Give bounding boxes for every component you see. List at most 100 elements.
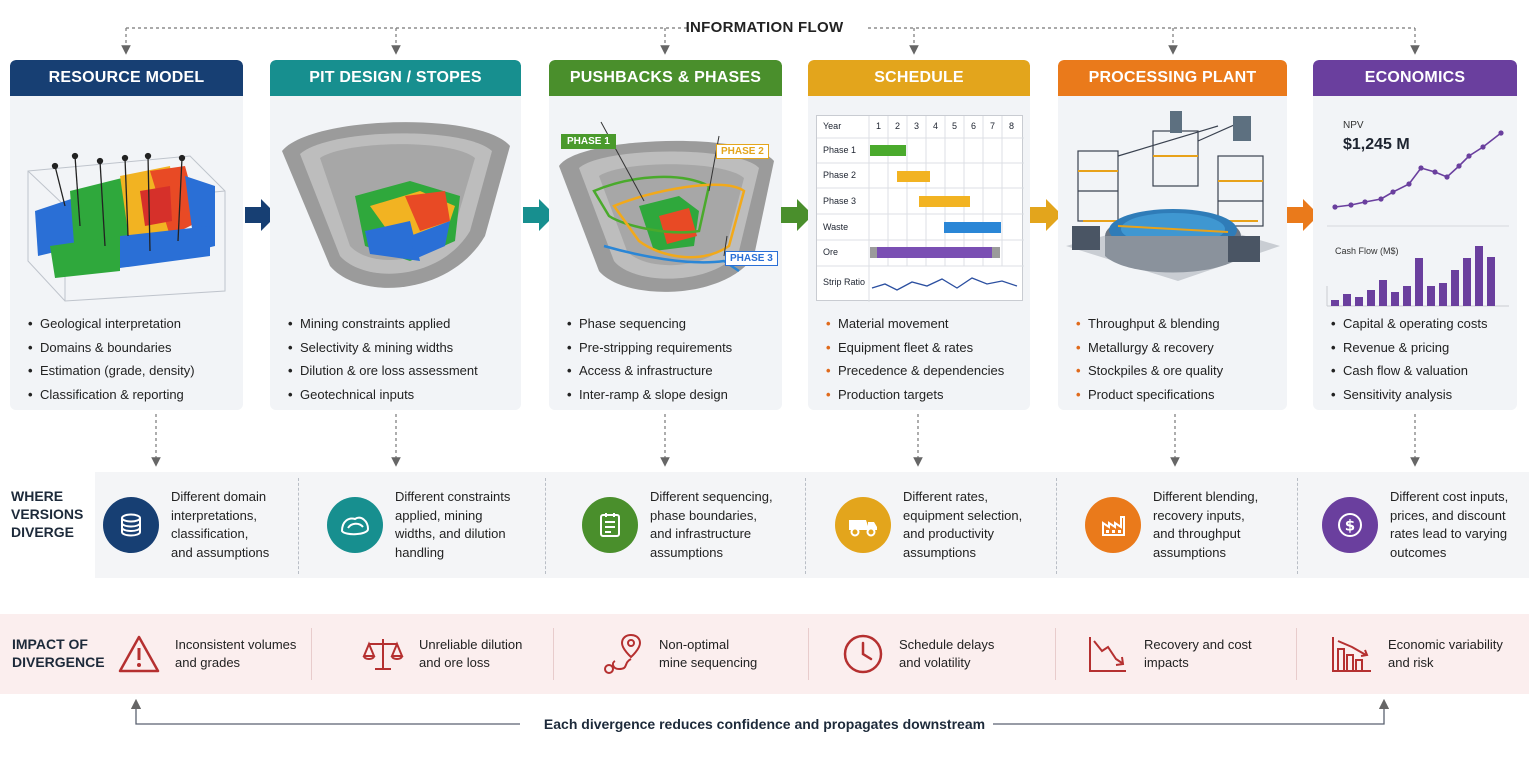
bullet-item: Stockpiles & ore quality (1076, 359, 1287, 383)
year-header: Year (823, 121, 842, 131)
flow-arrow-5 (1287, 199, 1319, 231)
stage-pit-design: PIT DESIGN / STOPES Mining constraints a… (270, 60, 521, 410)
information-flow-title: INFORMATION FLOW (685, 19, 844, 36)
year-tick: 5 (951, 121, 957, 131)
gantt-row-label: Phase 2 (823, 170, 857, 180)
phase-1-tag: PHASE 1 (561, 134, 616, 149)
flow-arrow-1 (245, 199, 277, 231)
impact-of-divergence-label: IMPACT OF DIVERGENCE (12, 636, 105, 670)
bullet-item: Precedence & dependencies (826, 359, 1030, 383)
scales-icon (362, 639, 404, 670)
bullet-item: Domains & boundaries (28, 336, 243, 360)
processing-plant-bullets: Throughput & blending Metallurgy & recov… (1058, 312, 1287, 406)
bullet-item: Classification & reporting (28, 383, 243, 407)
haul-truck-icon (835, 497, 891, 553)
checklist-icon (582, 497, 638, 553)
diverge-item-resource: Different domain interpretations, classi… (103, 472, 269, 578)
impact-text: Recovery and cost impacts (1144, 637, 1252, 670)
impact-item-economics: Economic variability and risk (1330, 614, 1503, 694)
impact-text: Inconsistent volumes and grades (175, 637, 297, 670)
bullet-item: Throughput & blending (1076, 312, 1287, 336)
bullet-item: Estimation (grade, density) (28, 359, 243, 383)
schedule-bullets: Material movement Equipment fleet & rate… (808, 312, 1030, 406)
impact-item-sequencing: Non-optimal mine sequencing (601, 614, 757, 694)
clock-icon (843, 634, 883, 674)
year-tick: 4 (932, 121, 938, 131)
pit-design-bullets: Mining constraints applied Selectivity &… (270, 312, 521, 406)
stage-header: RESOURCE MODEL (10, 60, 243, 96)
gantt-grid (817, 116, 1024, 302)
stage-schedule: SCHEDULE Ye (808, 60, 1030, 410)
bullet-item: Access & infrastructure (567, 359, 782, 383)
divider (1297, 478, 1298, 574)
year-tick: 2 (894, 121, 900, 131)
ore-bar (877, 247, 992, 258)
propagation-note-text: Each divergence reduces confidence and p… (535, 716, 994, 732)
diverge-text: Different sequencing, phase boundaries, … (650, 489, 773, 560)
bullet-item: Pre-stripping requirements (567, 336, 782, 360)
declining-bars-icon (1332, 637, 1371, 672)
year-ticks: 1 2 3 4 5 6 7 8 (869, 121, 1021, 131)
bullet-item: Phase sequencing (567, 312, 782, 336)
block-model-visual (10, 96, 243, 312)
block-model-icon (27, 152, 226, 302)
bullet-item: Product specifications (1076, 383, 1287, 407)
stage-title: ECONOMICS (1364, 69, 1466, 86)
bullet-item: Equipment fleet & rates (826, 336, 1030, 360)
flow-arrow-2 (523, 199, 555, 231)
divider (1055, 628, 1056, 680)
divider (298, 478, 299, 574)
svg-text:$: $ (1345, 517, 1355, 535)
dollar-icon: $ (1322, 497, 1378, 553)
pushbacks-bullets: Phase sequencing Pre-stripping requireme… (549, 312, 782, 406)
bullet-item: Capital & operating costs (1331, 312, 1517, 336)
stage-title: PIT DESIGN / STOPES (309, 69, 482, 86)
pushbacks-visual: PHASE 1 PHASE 2 PHASE 3 (549, 96, 782, 312)
impact-text: Non-optimal mine sequencing (659, 637, 758, 670)
stage-economics: ECONOMICS NPV $1,245 M (1313, 60, 1517, 410)
bullet-item: Cash flow & valuation (1331, 359, 1517, 383)
gantt-row-label: Waste (823, 222, 849, 232)
cashflow-label: Cash Flow (M$) (1335, 246, 1399, 256)
divider (808, 628, 809, 680)
year-tick: 7 (989, 121, 995, 131)
open-pit-stopes-icon (282, 122, 510, 288)
bullet-item: Selectivity & mining widths (288, 336, 521, 360)
stage-pushbacks-phases: PUSHBACKS & PHASES PHASE 1 PHASE 2 PHASE… (549, 60, 782, 410)
impact-item-schedule: Schedule delays and volatility (841, 614, 994, 694)
npv-label: NPV (1343, 120, 1364, 131)
diverge-text: Different domain interpretations, classi… (171, 489, 270, 560)
impact-item-volumes: Inconsistent volumes and grades (117, 614, 296, 694)
year-tick: 8 (1008, 121, 1014, 131)
stage-title: PROCESSING PLANT (1088, 69, 1257, 86)
stage-header: PIT DESIGN / STOPES (270, 60, 521, 96)
diverge-text: Different constraints applied, mining wi… (395, 489, 511, 560)
bullet-item: Sensitivity analysis (1331, 383, 1517, 407)
impact-item-recovery: Recovery and cost impacts (1086, 614, 1252, 694)
bullet-item: Dilution & ore loss assessment (288, 359, 521, 383)
diverge-item-pit: Different constraints applied, mining wi… (327, 472, 510, 578)
propagation-note: Each divergence reduces confidence and p… (0, 716, 1529, 732)
diverge-item-economics: $ Different cost inputs, prices, and dis… (1322, 472, 1508, 578)
stage-resource-model: RESOURCE MODEL (10, 60, 243, 410)
gantt-row-label: Phase 3 (823, 196, 857, 206)
bullet-item: Mining constraints applied (288, 312, 521, 336)
gantt-row-label: Phase 1 (823, 145, 857, 155)
economics-bullets: Capital & operating costs Revenue & pric… (1313, 312, 1517, 406)
bullet-item: Inter-ramp & slope design (567, 383, 782, 407)
impact-text: Unreliable dilution and ore loss (419, 637, 523, 670)
diverge-text: Different rates, equipment selection, an… (903, 489, 1023, 560)
schedule-visual: Year 1 2 3 4 5 6 7 8 Phase 1 Phase 2 Pha… (808, 96, 1030, 312)
diverge-item-schedule: Different rates, equipment selection, an… (835, 472, 1022, 578)
bullet-item: Metallurgy & recovery (1076, 336, 1287, 360)
diverge-text: Different blending, recovery inputs, and… (1153, 489, 1259, 560)
impact-text: Economic variability and risk (1388, 637, 1503, 670)
stage-title: PUSHBACKS & PHASES (569, 69, 762, 86)
factory-icon (1085, 497, 1141, 553)
diverge-item-plant: Different blending, recovery inputs, and… (1085, 472, 1258, 578)
gantt-row-label: Ore (823, 247, 839, 257)
stage-header: PUSHBACKS & PHASES (549, 60, 782, 96)
processing-plant-visual (1058, 96, 1287, 312)
stage-header: ECONOMICS (1313, 60, 1517, 96)
gantt-table: Year 1 2 3 4 5 6 7 8 Phase 1 Phase 2 Pha… (816, 115, 1024, 302)
